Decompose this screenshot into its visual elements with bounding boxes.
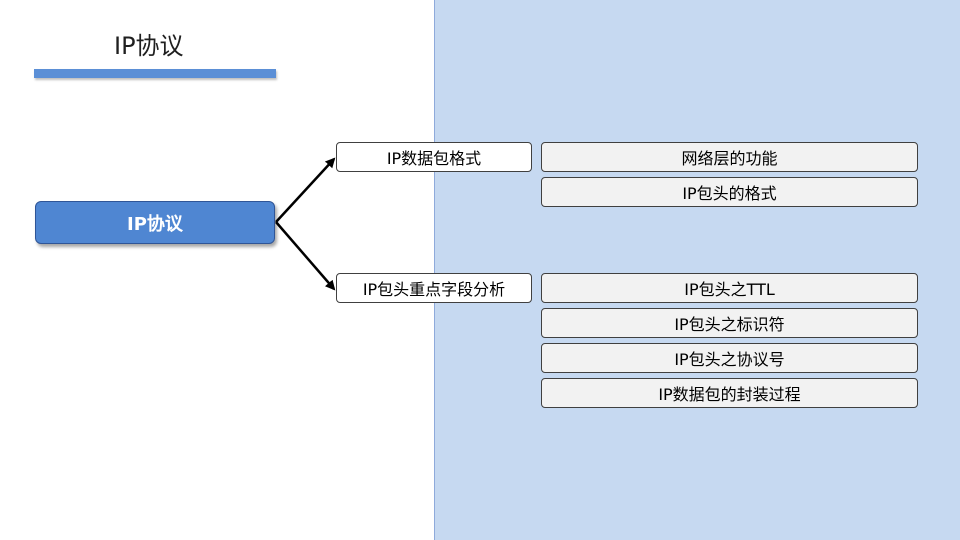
leaf-node-ip-encapsulation: IP数据包的封装过程	[541, 378, 918, 408]
slide-title: IP协议	[114, 32, 184, 60]
arrow-to-branch-2	[275, 221, 336, 291]
title-underline-bar	[34, 69, 276, 78]
branch-node-ip-header-fields: IP包头重点字段分析	[336, 273, 532, 303]
leaf-node-ip-protocol-number: IP包头之协议号	[541, 343, 918, 373]
leaf-node-ip-header-format: IP包头的格式	[541, 177, 918, 207]
arrow-to-branch-1	[275, 157, 336, 223]
leaf-node-ip-ttl: IP包头之TTL	[541, 273, 918, 303]
branch-node-ip-packet-format: IP数据包格式	[336, 142, 532, 172]
leaf-node-network-layer-function: 网络层的功能	[541, 142, 918, 172]
root-node: IP协议	[35, 201, 275, 244]
background-panel	[434, 0, 960, 540]
leaf-node-ip-identifier: IP包头之标识符	[541, 308, 918, 338]
